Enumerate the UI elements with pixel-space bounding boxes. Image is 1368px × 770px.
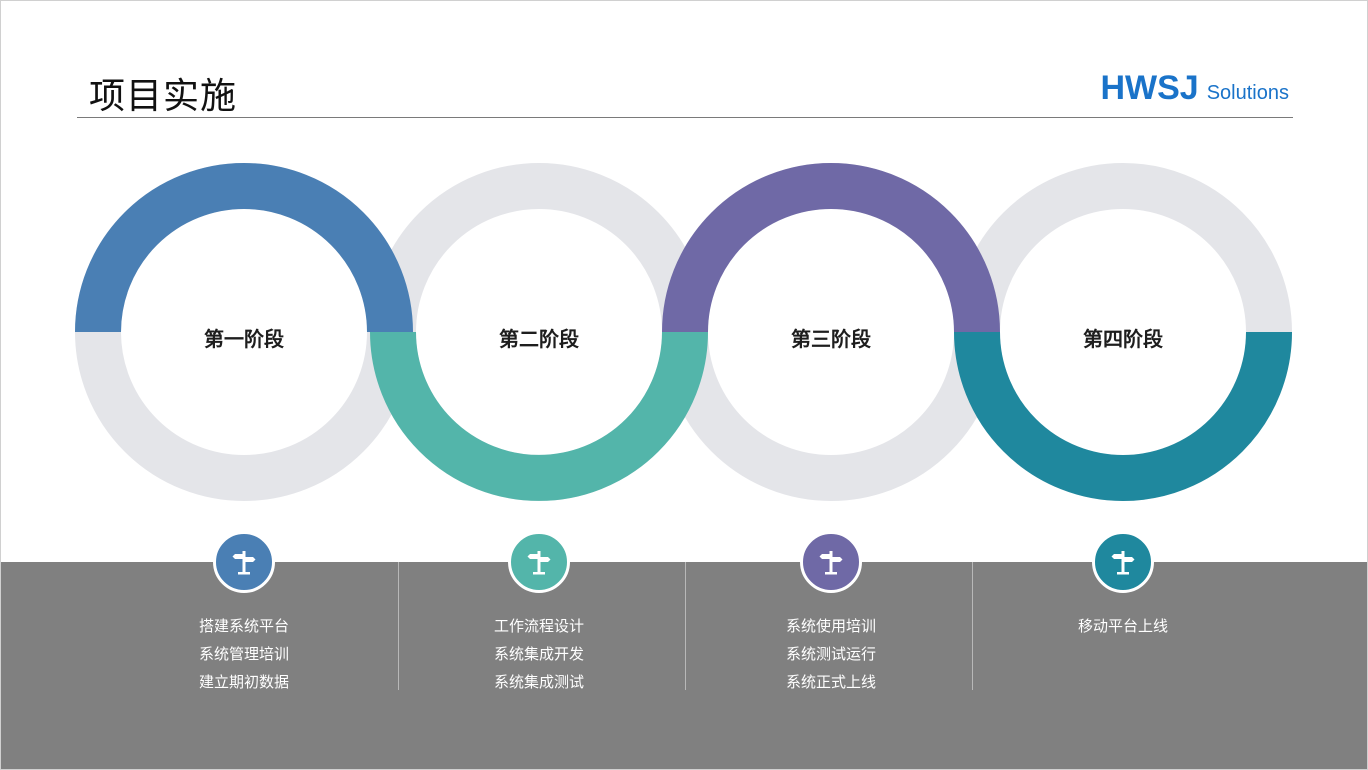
logo-sub-text: Solutions [1206,82,1289,104]
stage-ring-arc [954,331,1292,501]
company-logo: HWSJ Solutions [1100,69,1289,108]
column-divider [398,562,399,690]
stage-badge [213,531,275,593]
stage-badge [1092,531,1154,593]
stage-task-list: 工作流程设计系统集成开发系统集成测试 [439,612,639,696]
stage-task-item: 系统正式上线 [785,673,876,691]
stage-label: 第三阶段 [791,327,871,351]
stage-task-item: 系统集成测试 [493,673,584,691]
logo-main-text: HWSJ [1100,69,1199,107]
stage-badge [800,531,862,593]
page-title: 项目实施 [89,76,238,117]
stage-label: 第一阶段 [204,327,284,351]
signpost-icon [816,547,846,577]
signpost-icon [229,547,259,577]
column-divider [972,562,973,690]
signpost-icon [524,547,554,577]
stage-task-list: 搭建系统平台系统管理培训建立期初数据 [144,612,344,696]
signpost-icon [1108,547,1138,577]
title-divider [77,117,1293,118]
stage-task-item: 搭建系统平台 [198,617,289,635]
stage-task-item: 工作流程设计 [493,617,584,635]
stage-ring-arc [662,163,1000,333]
footer-panel: 搭建系统平台系统管理培训建立期初数据 工作流程设计系统集成开发系统集成测试 系统… [1,531,1367,769]
stage-task-item: 系统使用培训 [785,617,876,635]
stage-task-list: 移动平台上线 [1023,612,1223,640]
column-divider [685,562,686,690]
stage-task-item: 建立期初数据 [198,673,289,691]
stage-task-item: 移动平台上线 [1077,617,1168,635]
stage-ring-arc [370,331,708,501]
stage-label: 第四阶段 [1083,327,1163,351]
stage-label: 第二阶段 [499,327,579,351]
stage-ring-arc [75,163,413,333]
stages-diagram: 第一阶段 第二阶段 第三阶段 第四阶段 [75,163,1292,501]
stage-task-item: 系统管理培训 [198,645,289,663]
stage-task-list: 系统使用培训系统测试运行系统正式上线 [731,612,931,696]
stage-badge [508,531,570,593]
stage-task-item: 系统测试运行 [785,645,876,663]
stage-task-item: 系统集成开发 [493,645,584,663]
